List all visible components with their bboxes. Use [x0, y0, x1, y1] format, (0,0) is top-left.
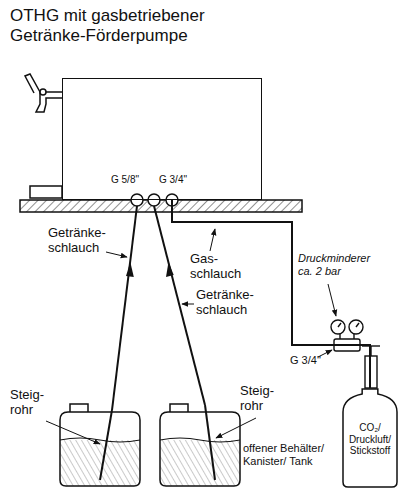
container-label: offener Behälter/ Kanister/ Tank	[243, 442, 339, 467]
flow-arrow	[126, 262, 174, 277]
gas-cylinder: CO₂/ Druckluft/ Stickstoff	[342, 388, 398, 488]
pipe-label: Steig- rohr	[240, 384, 274, 414]
port-label: G 3/4"	[159, 174, 187, 186]
dispenser-housing: G 5/8" G 3/4"	[62, 78, 262, 200]
pipe-label: Steig- rohr	[10, 388, 44, 418]
diagram-title: OTHG mit gasbetriebener Getränke-Förderp…	[10, 6, 240, 47]
hose-connectors	[131, 194, 178, 206]
thread-label: G 3/4"	[290, 354, 321, 367]
pressure-reducer	[331, 320, 363, 351]
drip-tray	[30, 186, 62, 198]
gas-hose	[172, 200, 370, 388]
canister	[60, 404, 140, 486]
hose-label: Gas- schlauch	[190, 252, 241, 282]
port-label: G 5/8"	[111, 174, 139, 186]
canister	[160, 404, 240, 486]
hose-label: Getränke- schlauch	[48, 226, 106, 256]
regulator-label: Druckminderer ca. 2 bar	[298, 252, 370, 277]
tap	[25, 74, 62, 112]
cylinder-body	[343, 389, 397, 487]
counter-top	[20, 200, 302, 212]
beverage-hose	[112, 206, 205, 410]
hose-label: Getränke- schlauch	[196, 288, 254, 318]
gas-label: CO₂/ Druckluft/ Stickstoff	[349, 422, 391, 457]
